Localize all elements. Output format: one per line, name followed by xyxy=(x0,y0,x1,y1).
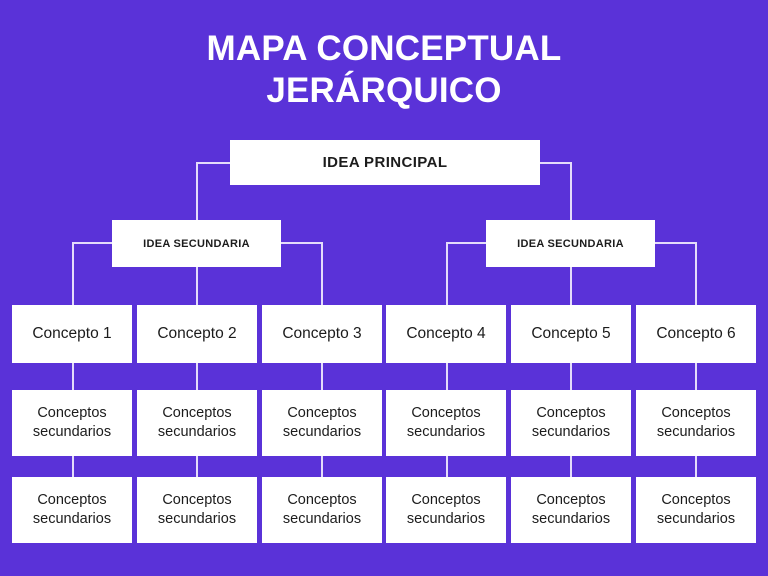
node-secondary-idea-left[interactable]: IDEA SECUNDARIA xyxy=(112,220,281,267)
node-subconcept-row2-col2-line1: Conceptos xyxy=(162,492,232,508)
node-main-idea[interactable]: IDEA PRINCIPAL xyxy=(230,140,540,185)
connector-secondary-left-to-concept-2 xyxy=(196,267,198,305)
node-main-idea-label: IDEA PRINCIPAL xyxy=(322,154,448,171)
connector-secondary-right-to-concept-6 xyxy=(695,242,697,305)
connector-secondary-right-bus-right xyxy=(655,242,696,244)
connector-concept-4-to-subconcept xyxy=(446,363,448,390)
node-subconcept-row1-col1-line1: Conceptos xyxy=(37,405,107,421)
node-subconcept-row2-col2-line2: secundarios xyxy=(157,511,237,527)
node-subconcept-row1-col3-line2: secundarios xyxy=(282,424,362,440)
node-concept-1[interactable]: Concepto 1 xyxy=(12,305,132,363)
node-subconcept-row1-col3[interactable]: Conceptos secundarios xyxy=(262,390,382,456)
connector-main-bus-left xyxy=(196,162,232,164)
node-subconcept-row2-col6-line1: Conceptos xyxy=(661,492,731,508)
connector-secondary-left-to-concept-3 xyxy=(321,242,323,305)
connector-secondary-left-to-concept-1 xyxy=(72,242,74,305)
node-concept-5[interactable]: Concepto 5 xyxy=(511,305,631,363)
node-concept-2[interactable]: Concepto 2 xyxy=(137,305,257,363)
node-secondary-idea-left-label: IDEA SECUNDARIA xyxy=(143,237,250,250)
node-subconcept-row1-col2-line2: secundarios xyxy=(157,424,237,440)
connector-subconcept-row1-to-row2-col-4 xyxy=(446,456,448,477)
node-subconcept-row2-col4-line2: secundarios xyxy=(406,511,486,527)
node-concept-6-label: Concepto 6 xyxy=(656,325,736,342)
node-subconcept-row2-col5-line2: secundarios xyxy=(531,511,611,527)
connector-secondary-right-to-concept-4 xyxy=(446,242,448,305)
node-concept-2-label: Concepto 2 xyxy=(157,325,237,342)
node-subconcept-row1-col4-line1: Conceptos xyxy=(411,405,481,421)
node-concept-5-label: Concepto 5 xyxy=(531,325,611,342)
node-subconcept-row2-col3[interactable]: Conceptos secundarios xyxy=(262,477,382,543)
node-subconcept-row1-col6[interactable]: Conceptos secundarios xyxy=(636,390,756,456)
node-concept-4-label: Concepto 4 xyxy=(406,325,486,342)
node-subconcept-row1-col6-line2: secundarios xyxy=(656,424,736,440)
node-subconcept-row1-col2-line1: Conceptos xyxy=(162,405,232,421)
connector-secondary-left-bus-left xyxy=(72,242,112,244)
node-concept-1-label: Concepto 1 xyxy=(32,325,112,342)
connector-subconcept-row1-to-row2-col-3 xyxy=(321,456,323,477)
node-subconcept-row2-col3-line1: Conceptos xyxy=(287,492,357,508)
node-subconcept-row2-col3-line2: secundarios xyxy=(282,511,362,527)
connector-concept-1-to-subconcept xyxy=(72,363,74,390)
node-subconcept-row1-col1[interactable]: Conceptos secundarios xyxy=(12,390,132,456)
node-subconcept-row2-col6-line2: secundarios xyxy=(656,511,736,527)
connector-subconcept-row1-to-row2-col-1 xyxy=(72,456,74,477)
node-subconcept-row2-col1[interactable]: Conceptos secundarios xyxy=(12,477,132,543)
node-secondary-idea-right[interactable]: IDEA SECUNDARIA xyxy=(486,220,655,267)
node-subconcept-row1-col4-line2: secundarios xyxy=(406,424,486,440)
connector-main-to-secondary-left xyxy=(196,162,198,220)
connector-main-bus-right xyxy=(538,162,572,164)
connector-concept-2-to-subconcept xyxy=(196,363,198,390)
node-subconcept-row1-col2[interactable]: Conceptos secundarios xyxy=(137,390,257,456)
node-subconcept-row2-col4-line1: Conceptos xyxy=(411,492,481,508)
node-secondary-idea-right-label: IDEA SECUNDARIA xyxy=(517,237,624,250)
connector-subconcept-row1-to-row2-col-5 xyxy=(570,456,572,477)
node-subconcept-row2-col5[interactable]: Conceptos secundarios xyxy=(511,477,631,543)
node-subconcept-row2-col6[interactable]: Conceptos secundarios xyxy=(636,477,756,543)
connector-subconcept-row1-to-row2-col-2 xyxy=(196,456,198,477)
connector-main-to-secondary-right xyxy=(570,162,572,220)
node-subconcept-row1-col6-line1: Conceptos xyxy=(661,405,731,421)
node-subconcept-row2-col1-line2: secundarios xyxy=(32,511,112,527)
page-title: MAPA CONCEPTUAL JERÁRQUICO xyxy=(0,28,768,112)
node-subconcept-row1-col5-line2: secundarios xyxy=(531,424,611,440)
node-concept-6[interactable]: Concepto 6 xyxy=(636,305,756,363)
node-subconcept-row1-col5[interactable]: Conceptos secundarios xyxy=(511,390,631,456)
node-subconcept-row2-col5-line1: Conceptos xyxy=(536,492,606,508)
node-subconcept-row2-col1-line1: Conceptos xyxy=(37,492,107,508)
connector-secondary-left-bus-right xyxy=(281,242,322,244)
node-subconcept-row1-col5-line1: Conceptos xyxy=(536,405,606,421)
connector-secondary-right-bus-left xyxy=(446,242,486,244)
connector-secondary-right-to-concept-5 xyxy=(570,267,572,305)
node-subconcept-row2-col2[interactable]: Conceptos secundarios xyxy=(137,477,257,543)
node-subconcept-row2-col4[interactable]: Conceptos secundarios xyxy=(386,477,506,543)
node-concept-3[interactable]: Concepto 3 xyxy=(262,305,382,363)
node-subconcept-row1-col4[interactable]: Conceptos secundarios xyxy=(386,390,506,456)
node-subconcept-row1-col3-line1: Conceptos xyxy=(287,405,357,421)
page-title-line-1: MAPA CONCEPTUAL xyxy=(206,29,562,68)
node-subconcept-row1-col1-line2: secundarios xyxy=(32,424,112,440)
page-title-line-2: JERÁRQUICO xyxy=(266,71,502,110)
connector-subconcept-row1-to-row2-col-6 xyxy=(695,456,697,477)
node-concept-4[interactable]: Concepto 4 xyxy=(386,305,506,363)
node-concept-3-label: Concepto 3 xyxy=(282,325,362,342)
connector-concept-6-to-subconcept xyxy=(695,363,697,390)
connector-concept-3-to-subconcept xyxy=(321,363,323,390)
connector-concept-5-to-subconcept xyxy=(570,363,572,390)
